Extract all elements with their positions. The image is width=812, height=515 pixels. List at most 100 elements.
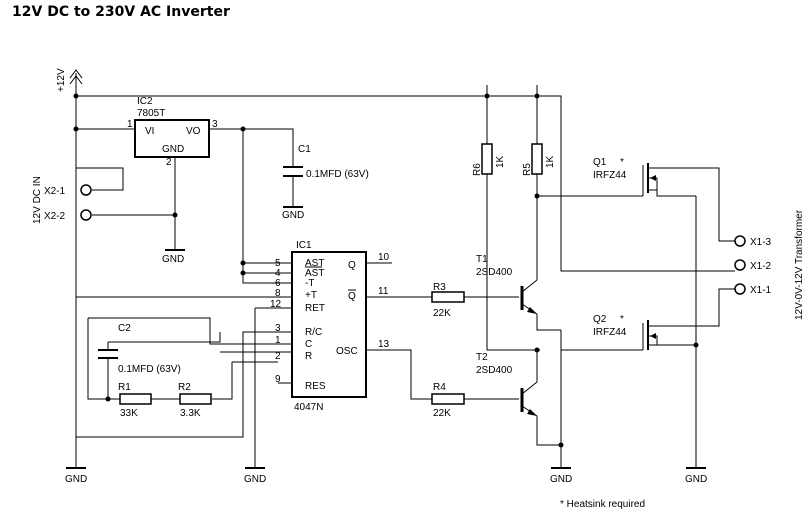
ic2-vo-label: VO [186, 126, 201, 137]
r3-ref: R3 [433, 282, 446, 293]
dc-in-x2-1: X2-1 [44, 186, 66, 197]
transistor-t1: T1 2SD400 [476, 254, 538, 315]
t1-part: 2SD400 [476, 267, 513, 278]
c1-ref: C1 [298, 144, 311, 155]
ic1-pin-name: Q [348, 260, 356, 271]
resistor-r1: R1 33K [118, 382, 152, 419]
gnd-label: GND [282, 210, 304, 221]
ic1-pin-name: OSC [336, 346, 358, 357]
c1-value: 0.1MFD (63V) [306, 169, 369, 180]
mosfet-q2: Q2 * IRFZ44 [561, 314, 658, 351]
q1-mark: * [620, 157, 624, 168]
ic2-regulator: IC2 7805T VI VO GND 1 3 2 [127, 96, 218, 168]
q2-mark: * [620, 314, 624, 325]
terminal-x2-2 [80, 209, 92, 221]
ic1-pin-name: AST [305, 258, 324, 269]
t2-ref: T2 [476, 352, 488, 363]
q1-part: IRFZ44 [593, 170, 627, 181]
ic1-pin-num: 4 [275, 268, 281, 279]
ic1-pin-num: 10 [378, 252, 390, 263]
ic1-pin-num: 5 [275, 258, 281, 269]
c2-value: 0.1MFD (63V) [118, 364, 181, 375]
t2-part: 2SD400 [476, 365, 513, 376]
ic1-pin-num: 1 [275, 335, 281, 346]
r6-value: 1K [495, 155, 506, 168]
ic2-vi-label: VI [145, 126, 154, 137]
ic1-pin-num: 6 [275, 278, 281, 289]
r5-value: 1K [545, 155, 556, 168]
ic1-pin-num: 8 [275, 288, 281, 299]
q2-ref: Q2 [593, 314, 607, 325]
ic1-pin-name: RES [305, 381, 326, 392]
dc-in-terminals: X2-1 X2-2 12V DC IN [32, 176, 92, 224]
junctions [73, 93, 699, 448]
ic1-pin-name: -T [305, 278, 314, 289]
transformer-label: 12V-0V-12V Transformer [794, 209, 805, 320]
supply-arrow-icon [69, 69, 83, 85]
capacitor-c2: C2 0.1MFD (63V) [98, 323, 181, 375]
ic1-pin-num: 12 [270, 299, 282, 310]
ic2-pin1: 1 [127, 119, 133, 130]
heatsink-note: * Heatsink required [560, 499, 645, 510]
gnd-label: GND [162, 254, 184, 265]
terminal-x1-2 [734, 259, 746, 271]
ic2-pin3: 3 [212, 119, 218, 130]
c2-ref: C2 [118, 323, 131, 334]
q1-ref: Q1 [593, 157, 607, 168]
ic1-pin-name: AST [305, 268, 324, 279]
ic1-pin-num: 11 [378, 286, 389, 297]
transformer-terminals: X1-3 X1-2 X1-1 12V-0V-12V Transformer [734, 209, 805, 320]
gnd-label: GND [685, 474, 707, 485]
ic1-pin-name: R [305, 351, 312, 362]
wires [75, 73, 735, 468]
transistor-t2: T2 2SD400 [476, 352, 538, 417]
q2-part: IRFZ44 [593, 327, 627, 338]
mosfet-q1: Q1 * IRFZ44 [593, 157, 658, 196]
ic1-pin-name: Q [348, 291, 356, 302]
terminal-x1-1 [734, 283, 746, 295]
diagram-title: 12V DC to 230V AC Inverter [12, 4, 230, 20]
ic1-pin-num: 13 [378, 339, 390, 350]
ic2-pin2: 2 [166, 157, 172, 168]
ic1-pin-num: 2 [275, 351, 281, 362]
ic1-pin-name: RET [305, 303, 325, 314]
capacitor-c1: C1 0.1MFD (63V) [283, 144, 369, 180]
ic1-pin-name: R/C [305, 327, 322, 338]
r1-ref: R1 [118, 382, 131, 393]
gnd-label: GND [65, 474, 87, 485]
ic2-gnd-label: GND [162, 144, 184, 155]
supply-label: +12V [56, 68, 67, 92]
ic1-pin-num: 3 [275, 323, 281, 334]
r3-value: 22K [433, 308, 451, 319]
r4-value: 22K [433, 408, 451, 419]
terminal-x2-1 [80, 184, 92, 196]
ground-symbols: GND GND GND GND GND GND [65, 206, 707, 485]
r2-value: 3.3K [180, 408, 201, 419]
transformer-x1-1: X1-1 [750, 285, 772, 296]
r6-ref: R6 [472, 163, 483, 176]
r2-ref: R2 [178, 382, 191, 393]
terminal-x1-3 [734, 235, 746, 247]
r4-ref: R4 [433, 382, 446, 393]
dc-in-label: 12V DC IN [32, 176, 43, 224]
ic2-part: 7805T [137, 108, 165, 119]
t1-ref: T1 [476, 254, 488, 265]
ic1-ref: IC1 [296, 240, 312, 251]
ic1-pin-name: C [305, 339, 312, 350]
resistor-r6: R6 1K [472, 143, 506, 176]
resistor-r3: R3 22K [431, 282, 465, 319]
r5-ref: R5 [522, 163, 533, 176]
ic1-part: 4047N [294, 402, 323, 413]
ic1-pin-num: 9 [275, 374, 281, 385]
ic1-multivibrator: IC1 4047N 5 AST 4 AST 6 -T 8 +T 12 RET 3… [270, 240, 390, 413]
r1-value: 33K [120, 408, 138, 419]
resistor-r5: R5 1K [522, 143, 556, 176]
transformer-x1-2: X1-2 [750, 261, 772, 272]
resistor-r2: R2 3.3K [178, 382, 212, 419]
dc-in-x2-2: X2-2 [44, 211, 66, 222]
gnd-label: GND [244, 474, 266, 485]
resistor-r4: R4 22K [431, 382, 465, 419]
gnd-label: GND [550, 474, 572, 485]
transformer-x1-3: X1-3 [750, 237, 772, 248]
